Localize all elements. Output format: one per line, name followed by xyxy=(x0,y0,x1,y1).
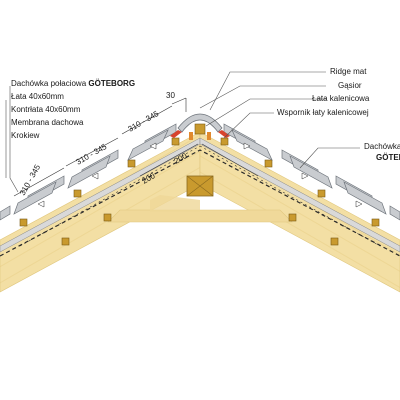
batten xyxy=(19,218,28,227)
label-ridge-bracket: Wspornik łaty kalenicowej xyxy=(277,108,369,117)
roof-tiles-right xyxy=(223,123,400,221)
leaders-left xyxy=(5,86,19,193)
label-batten: Łata 40x60mm xyxy=(11,92,64,101)
label-tile-right-brand: GÖTEB xyxy=(376,153,400,162)
label-counter-batten: Kontrłata 40x60mm xyxy=(11,105,81,114)
label-rafter: Krokiew xyxy=(11,131,40,140)
batten xyxy=(317,189,326,198)
dimension-ridge-gap: 30 xyxy=(166,91,175,100)
label-ridge-batten: Łata kalenicowa xyxy=(312,94,370,103)
counter-batten-right xyxy=(199,137,400,253)
label-ridge-tile: Gąsior xyxy=(338,81,362,90)
batten xyxy=(330,237,339,246)
label-tile-right-prefix: Dachówka xyxy=(364,142,400,151)
dimension-lines xyxy=(13,97,259,197)
ridge-mat-left xyxy=(170,130,182,138)
batten xyxy=(103,213,112,222)
battens xyxy=(19,137,380,246)
ridge-tile xyxy=(170,113,230,140)
dimension-spacing-3: 310 - 345 xyxy=(127,109,161,134)
batten xyxy=(171,137,180,146)
label-ridge-mat: Ridge mat xyxy=(330,67,367,76)
batten xyxy=(288,213,297,222)
collar-tie xyxy=(107,195,293,223)
batten xyxy=(127,159,136,168)
tile-arrows xyxy=(37,142,363,208)
label-membrane: Membrana dachowa xyxy=(11,118,84,127)
rafter-right xyxy=(199,131,400,293)
leaders-right xyxy=(199,71,360,169)
membrane-line xyxy=(0,149,400,257)
label-tile-left: Dachówka połaciowa GÖTEBORG xyxy=(11,79,135,88)
batten xyxy=(264,159,273,168)
ridge-batten xyxy=(194,123,206,135)
ridge-mat-right xyxy=(218,130,230,138)
batten xyxy=(371,218,380,227)
batten xyxy=(61,237,70,246)
batten xyxy=(73,189,82,198)
roof-tiles-left xyxy=(0,123,177,221)
batten xyxy=(220,137,229,146)
